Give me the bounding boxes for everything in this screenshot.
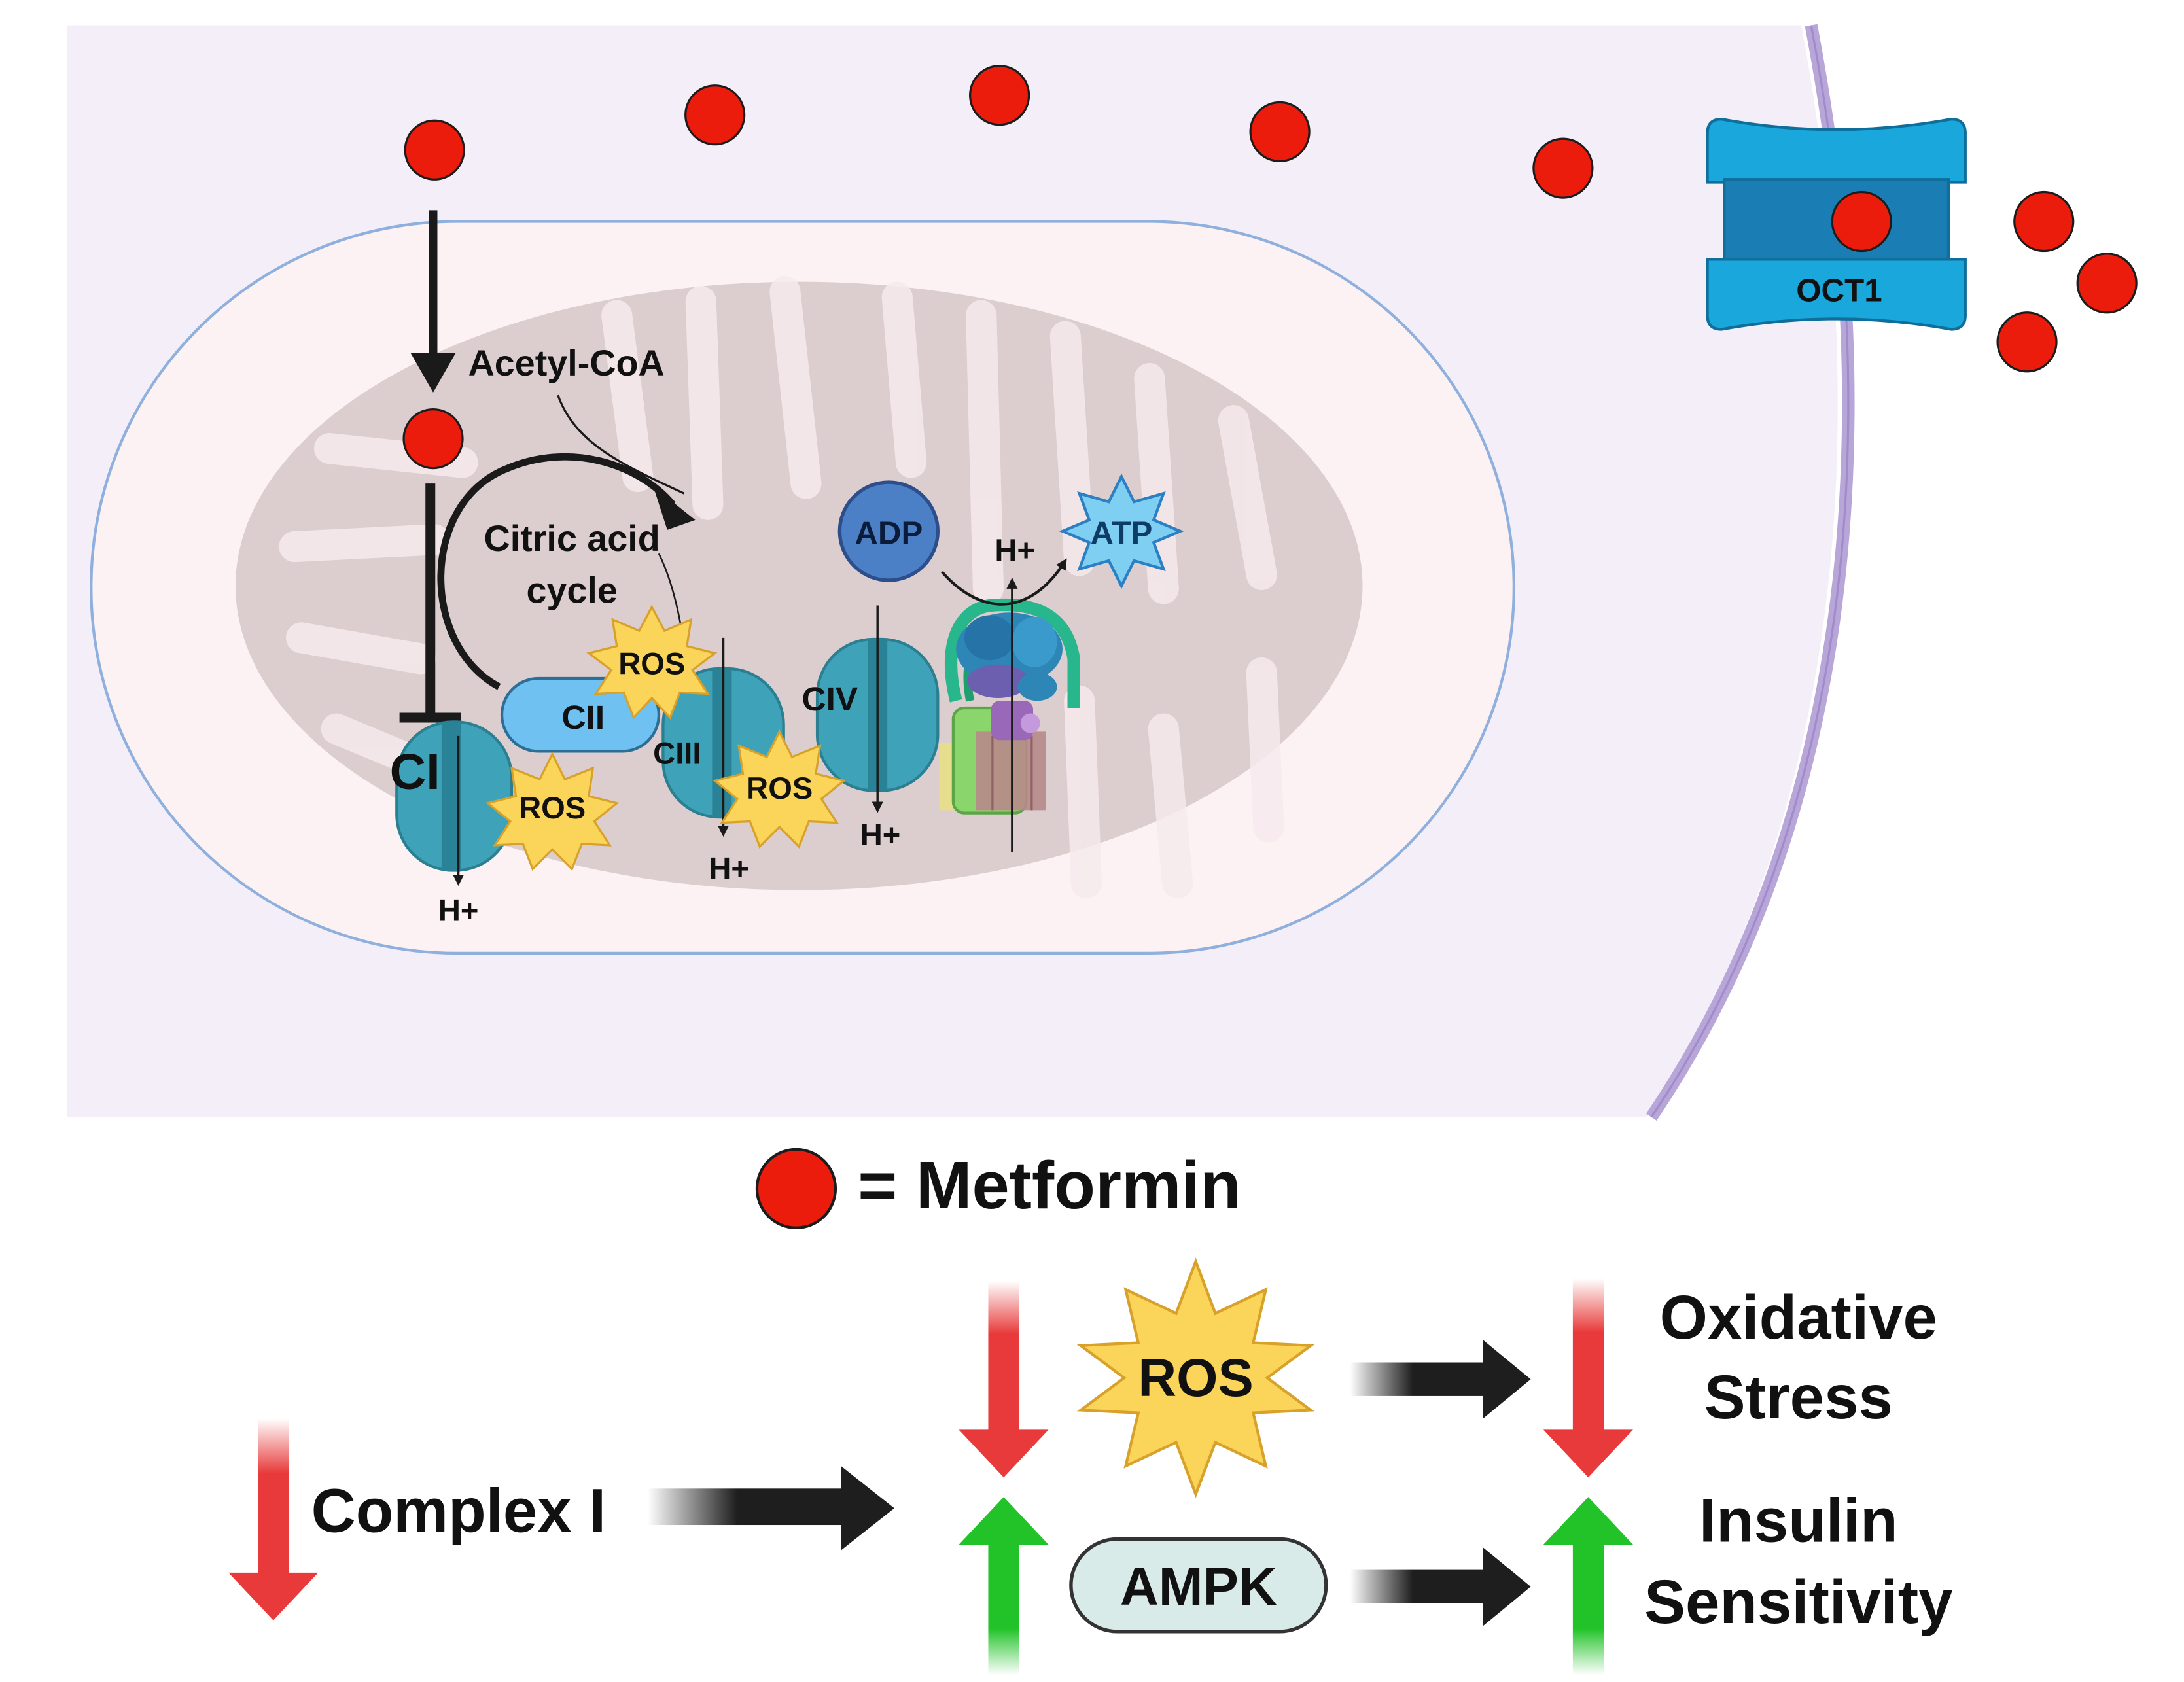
oct1-bottom-lobe [1706,258,1967,331]
citric-acid-label-line2: cycle [526,570,617,610]
metformin-dot [2076,253,2138,314]
flow-arrow [1350,1340,1531,1419]
proton-label: H+ [438,893,479,928]
oct1-transporter: OCT1 [1706,117,1967,331]
metformin-dot [1249,101,1311,162]
metformin-dot [1532,137,1594,199]
metformin-dot [1996,311,2058,373]
metformin-dot [2013,190,2075,253]
proton-label: H+ [709,850,749,885]
oxidative-stress-decrease-arrow [1543,1278,1634,1478]
metformin-legend-dot [755,1148,837,1229]
insulin-sensitivity-label-line1: Insulin [1699,1486,1898,1555]
metformin-dot [684,84,746,146]
oct1-label: OCT1 [1796,273,1882,309]
proton-label: H+ [860,817,901,852]
atp-synthase [939,577,1080,852]
ampk-label: AMPK [1120,1557,1277,1617]
atp-star [1059,473,1184,589]
mitochondrion-cristae [279,276,1284,899]
ros-summary-star: ROS [1076,1257,1315,1498]
ros-label: ROS [746,771,813,805]
metformin-dot [1831,190,1892,253]
complex-ii-label: CII [561,698,605,736]
adp-atp-conversion: ADP H+ ATP [837,473,1184,606]
insulin-sensitivity-label-line2: Sensitivity [1644,1568,1952,1636]
legend: = Metformin [755,1148,1241,1229]
flow-arrow [647,1466,894,1551]
acetyl-coa-arrow [557,394,685,495]
ros-burst: ROS [485,752,620,871]
ros-label: ROS [519,790,586,825]
complex-iv: CIV H+ [802,605,940,852]
ros-label: ROS [618,646,685,681]
citric-acid-cycle-arrow-head [653,486,696,530]
acetyl-coa-label: Acetyl-CoA [468,343,665,383]
citric-acid-cycle-arrow [437,453,676,690]
complex-iv-label: CIV [802,680,858,718]
ros-summary-label: ROS [1138,1348,1253,1408]
proton-label: H+ [995,533,1035,567]
insulin-sensitivity-increase-arrow [1543,1497,1634,1675]
metformin-dot [968,65,1030,126]
metformin-legend-label: = Metformin [858,1148,1241,1223]
ros-burst: ROS [586,604,718,720]
complex-i-summary-label: Complex I [311,1477,606,1545]
complex-i-decrease-arrow [228,1418,319,1621]
adp-label: ADP [854,515,923,551]
complex-ii: CII [500,676,661,753]
complex-i: CI H+ [390,720,514,928]
entry-arrow-head [410,353,456,393]
ampk-box: AMPK [1069,1537,1328,1634]
ros-burst: ROS [713,729,847,849]
adp-to-atp-arrow [941,558,1067,606]
oct1-top-lobe [1706,117,1967,184]
complex-i-label: CI [390,744,440,800]
complex-iii-label: CIII [653,736,701,771]
metformin-dot [402,408,464,470]
metformin-dot [404,119,465,181]
ampk-increase-arrow [959,1497,1049,1675]
adp-circle [837,480,940,582]
metformin-molecules [402,65,2138,470]
atp-label: ATP [1091,515,1153,551]
summary-pathway: Complex I ROS Oxidative Stress [228,1257,1953,1675]
oxidative-stress-label-line2: Stress [1704,1363,1893,1431]
mitochondrion [90,220,1516,955]
ros-decrease-arrow [959,1281,1049,1478]
citric-acid-label-line1: Citric acid [484,518,660,559]
oxidative-stress-label-line1: Oxidative [1660,1283,1937,1352]
flow-arrow [1350,1547,1531,1626]
